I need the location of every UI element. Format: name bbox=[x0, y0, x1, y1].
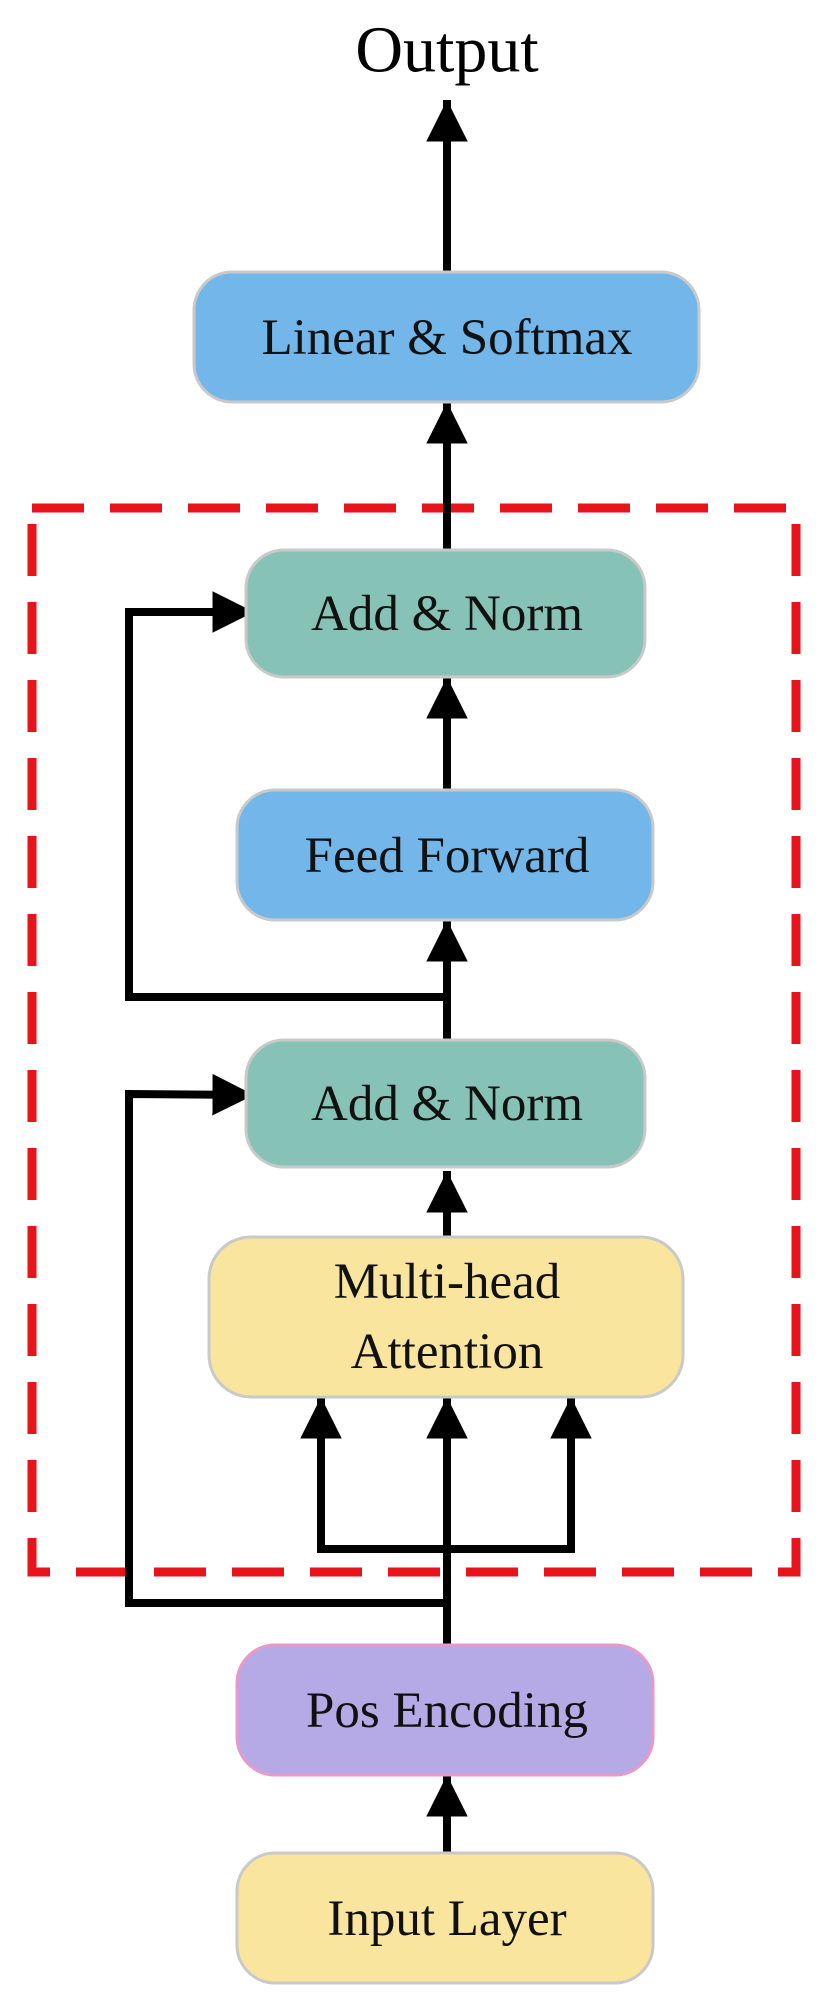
arrow-residual-to-add-norm-bottom bbox=[125, 1073, 447, 1607]
block-linear-softmax-box bbox=[192, 270, 701, 404]
block-feed-forward-box bbox=[235, 788, 655, 922]
block-linear-softmax-label: Linear & Softmax bbox=[261, 310, 632, 366]
block-pos-encoding: Pos Encoding bbox=[235, 1643, 655, 1777]
block-pos-encoding-box bbox=[235, 1643, 655, 1777]
block-multi-head-attention-label-line2: Attention bbox=[351, 1324, 544, 1380]
block-add-norm-bottom: Add & Norm bbox=[244, 1038, 647, 1169]
block-multi-head-attention-label-line1: Multi-head bbox=[334, 1254, 561, 1310]
block-add-norm-bottom-label: Add & Norm bbox=[311, 1076, 583, 1132]
block-input-layer: Input Layer bbox=[235, 1851, 655, 1985]
block-multi-head-attention-box bbox=[207, 1235, 685, 1399]
block-pos-encoding-label: Pos Encoding bbox=[306, 1683, 588, 1739]
block-linear-softmax: Linear & Softmax bbox=[192, 270, 701, 404]
arrow-residual-to-add-norm-top bbox=[125, 591, 447, 1001]
block-add-norm-top-box bbox=[244, 548, 647, 679]
block-multi-head-attention: Multi-head Attention bbox=[207, 1235, 685, 1399]
block-feed-forward: Feed Forward bbox=[235, 788, 655, 922]
block-input-layer-box bbox=[235, 1851, 655, 1985]
connector-arrows bbox=[125, 100, 592, 1853]
output-label: Output bbox=[355, 14, 538, 87]
block-add-norm-bottom-box bbox=[244, 1038, 647, 1169]
arrow-attention-left-branch bbox=[300, 1397, 447, 1553]
block-add-norm-top-label: Add & Norm bbox=[311, 586, 583, 642]
block-input-layer-label: Input Layer bbox=[327, 1891, 566, 1947]
block-feed-forward-label: Feed Forward bbox=[305, 828, 590, 884]
arrow-attention-right-branch bbox=[447, 1397, 592, 1553]
encoder-dashed-region bbox=[27, 503, 801, 1577]
block-add-norm-top: Add & Norm bbox=[244, 548, 647, 679]
